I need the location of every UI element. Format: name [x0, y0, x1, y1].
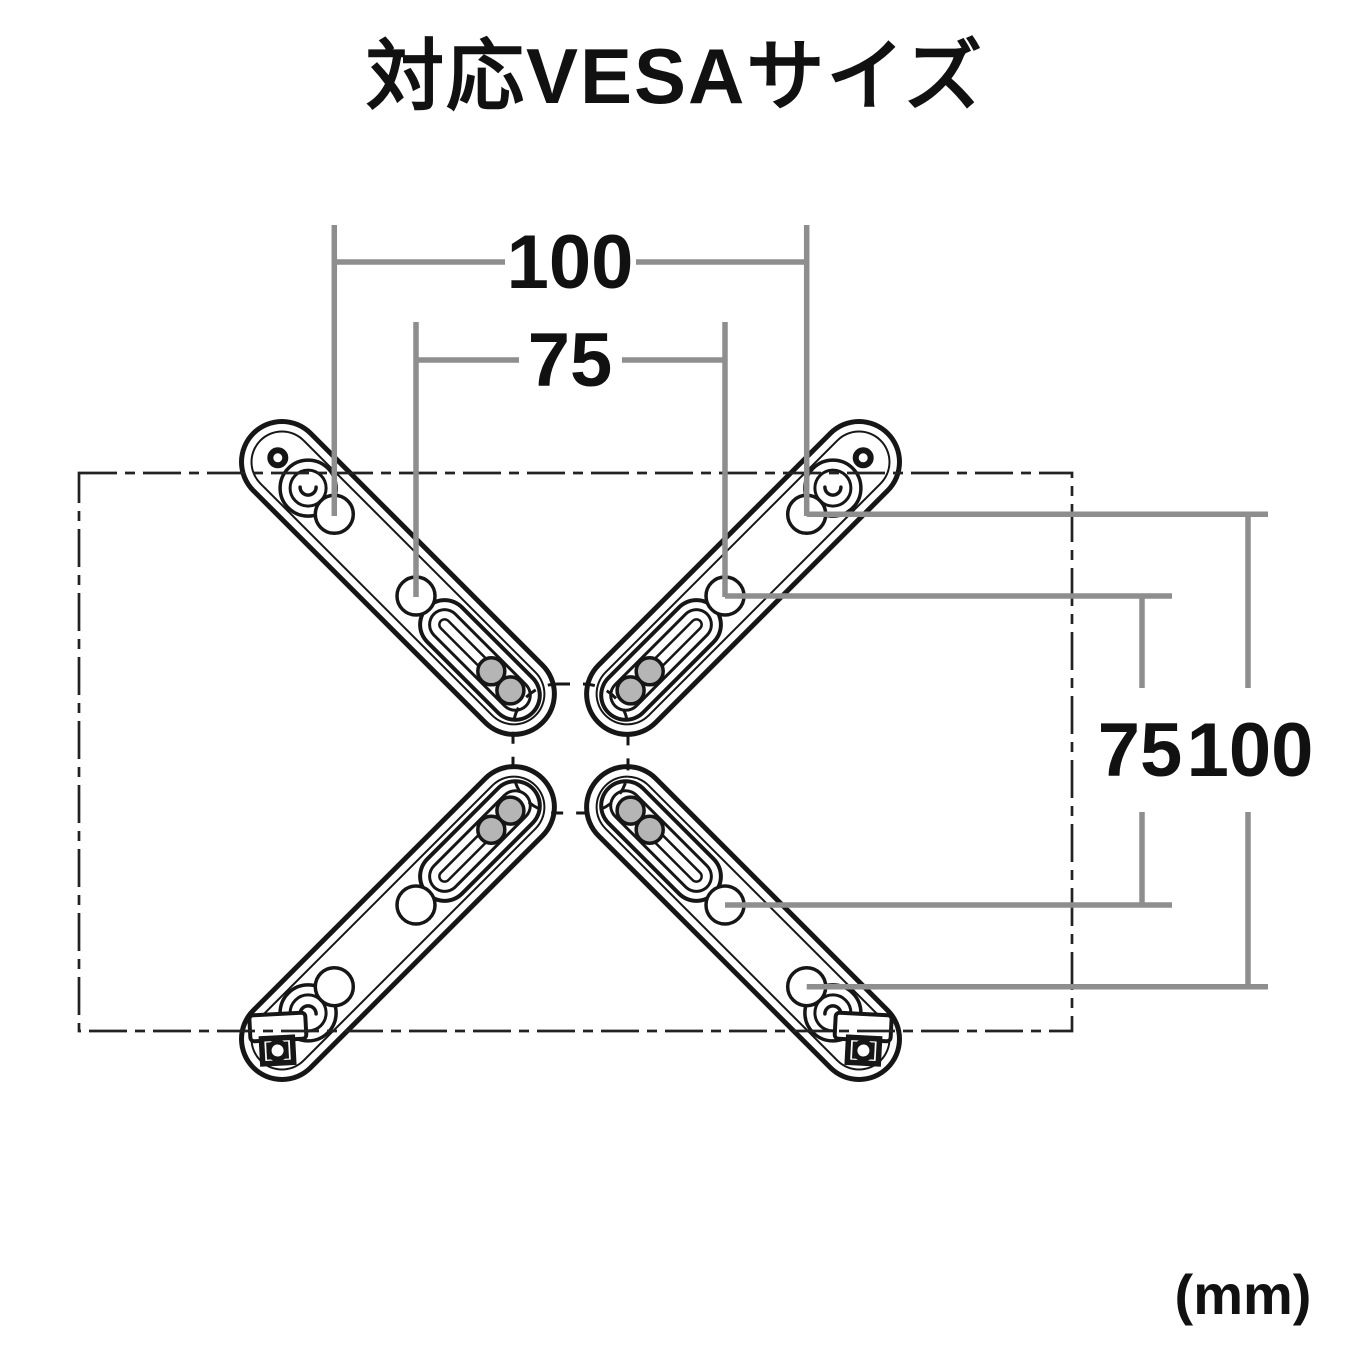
mounting-foot-left [247, 1010, 309, 1067]
dim-label-top-100: 100 [507, 220, 634, 305]
dim-label-right-100: 100 [1187, 708, 1314, 793]
dim-label-right-75: 75 [1098, 708, 1183, 793]
vesa-arm-top-left [270, 450, 524, 704]
foot-screw-hole-icon [852, 1039, 875, 1062]
mounting-foot-right [832, 1010, 894, 1067]
vesa-arm-bottom-left [270, 797, 524, 1051]
vesa-arm-top-right [617, 450, 871, 704]
foot-screw-hole-icon [266, 1039, 289, 1062]
vesa-arm-bottom-right [617, 797, 871, 1051]
unit-label: (mm) [1175, 1263, 1312, 1326]
dimension-lines [331, 225, 1268, 990]
dim-label-top-75: 75 [528, 318, 613, 403]
page-title: 対応VESAサイズ [366, 32, 984, 120]
monitor-outline-icon [77, 471, 1074, 1033]
